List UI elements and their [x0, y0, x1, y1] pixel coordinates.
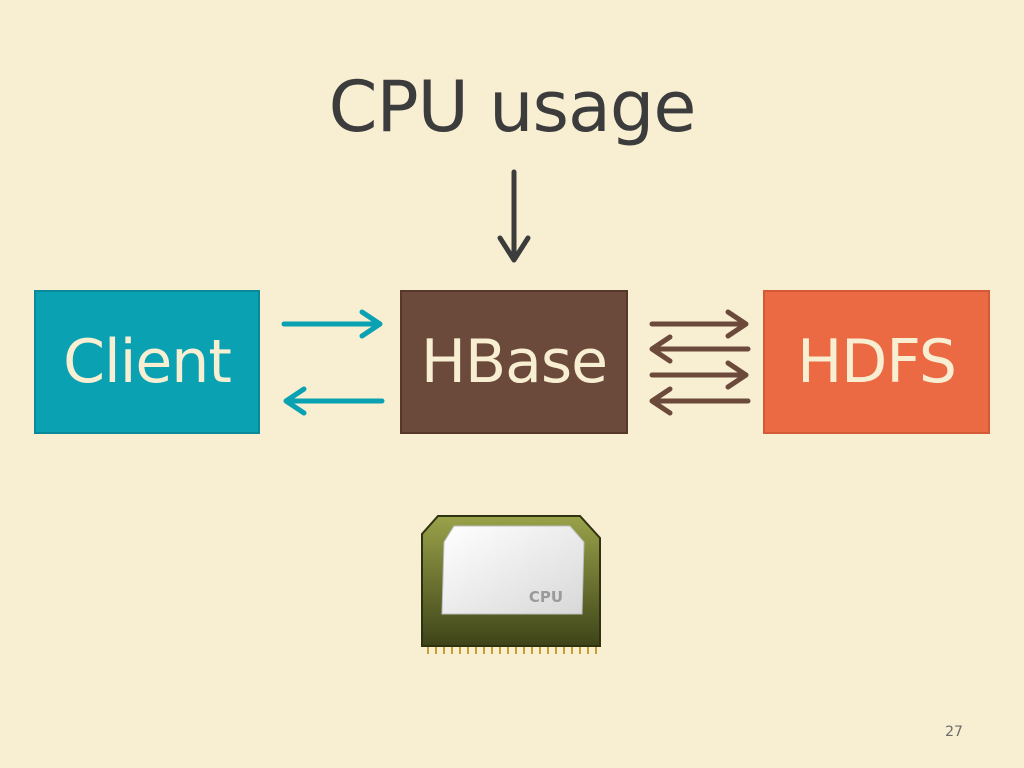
- hbase-to-hdfs-arrow-2: [649, 360, 749, 390]
- cpu-chip-label: CPU: [529, 588, 563, 606]
- cpu-chip-icon: CPU: [418, 512, 608, 662]
- hdfs-to-hbase-arrow-2: [649, 386, 751, 416]
- hdfs-to-hbase-arrow-1: [649, 334, 751, 364]
- hbase-label: HBase: [420, 327, 608, 397]
- cpu-usage-down-arrow: [497, 169, 531, 263]
- page-number: 27: [945, 724, 963, 740]
- hbase-to-client-arrow: [283, 386, 385, 416]
- client-label: Client: [63, 327, 232, 397]
- client-to-hbase-arrow: [281, 309, 383, 339]
- hbase-to-hdfs-arrow-1: [649, 309, 749, 339]
- hdfs-label: HDFS: [797, 327, 957, 397]
- hbase-node: HBase: [400, 290, 628, 434]
- client-node: Client: [34, 290, 260, 434]
- hdfs-node: HDFS: [763, 290, 990, 434]
- slide-title: CPU usage: [328, 66, 697, 148]
